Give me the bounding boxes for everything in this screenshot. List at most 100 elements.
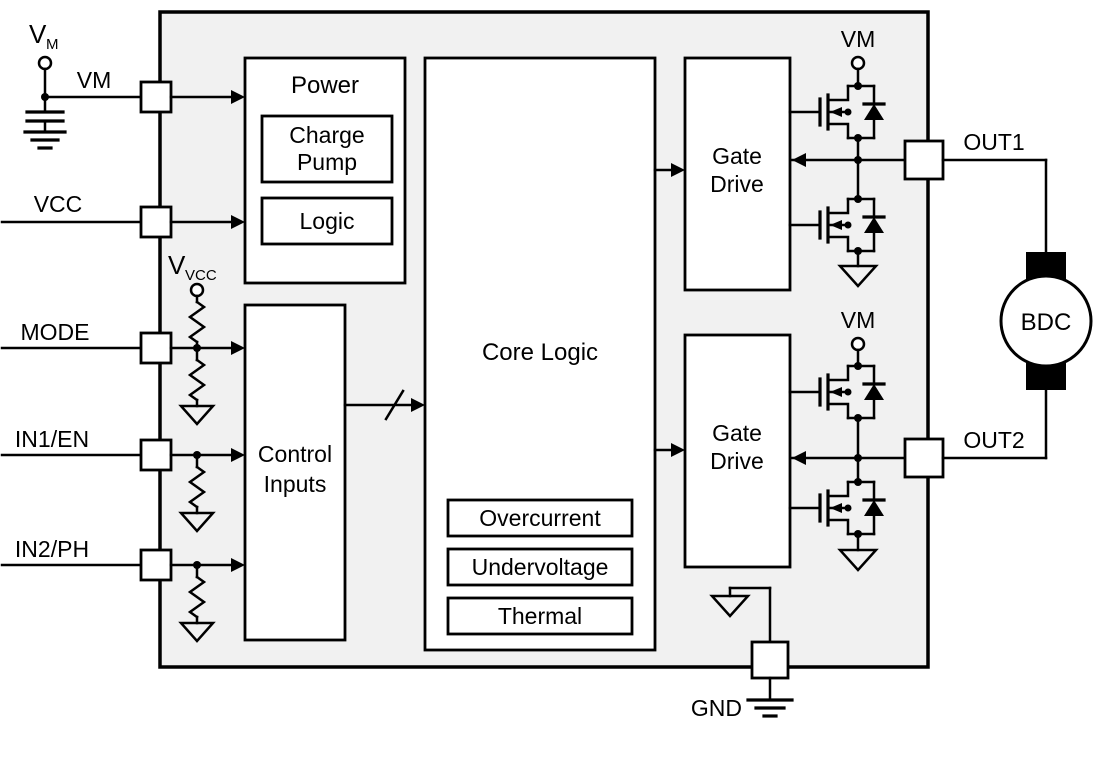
thermal-box — [446, 596, 634, 636]
ground-arrow-icon — [178, 511, 216, 533]
mosfet-high-side-bottom-icon — [788, 364, 886, 420]
arrowhead-right-icon — [231, 90, 245, 104]
core-logic-title: Core Logic — [482, 339, 598, 366]
pin-in1: IN1/EN — [0, 426, 245, 472]
arrowhead-right-icon — [671, 443, 685, 457]
pin-vcc: VCC — [0, 191, 245, 239]
charge-pump-box — [260, 114, 394, 184]
power-block-title: Power — [291, 72, 359, 99]
vvcc-pullup-branch: V VCC — [168, 250, 217, 426]
vcc-pin-pad — [139, 205, 173, 239]
gate-drive-top-label-1: Gate — [712, 143, 762, 169]
vm-terminal-icon — [850, 55, 866, 71]
gate-drive-bottom-label-1: Gate — [712, 420, 762, 446]
body-arrow-icon — [830, 220, 842, 230]
control-to-core-bus — [343, 389, 425, 421]
junction-dot — [854, 195, 862, 203]
junction-dot — [41, 93, 49, 101]
resistor-icon — [187, 575, 207, 619]
arrowhead-left-icon — [792, 153, 806, 167]
logic-box — [260, 196, 394, 246]
vvcc-label: V — [168, 250, 186, 280]
ground-arrow-icon — [837, 264, 879, 288]
body-diode-icon — [864, 104, 884, 120]
control-inputs-label-1: Control — [258, 441, 332, 467]
core-to-gatedrive-top — [653, 163, 685, 177]
in1-pin-label: IN1/EN — [15, 426, 89, 452]
body-arrow-icon — [830, 107, 842, 117]
junction-dot — [854, 454, 862, 462]
vcc-pin-label: VCC — [34, 191, 83, 217]
bdc-motor: BDC — [999, 252, 1093, 390]
ground-arrow-icon — [178, 621, 216, 643]
arrowhead-right-icon — [231, 558, 245, 572]
vm-terminal-icon — [850, 336, 866, 352]
mode-pin-label: MODE — [21, 319, 90, 345]
core-to-gatedrive-bottom — [653, 443, 685, 457]
gate-drive-top-label-2: Drive — [710, 171, 764, 197]
out2-pin-label: OUT2 — [963, 427, 1024, 453]
arrowhead-right-icon — [231, 448, 245, 462]
vm-bridge-bottom-label: VM — [841, 307, 876, 333]
mosfet-high-side-top-icon — [788, 84, 886, 140]
ground-arrow-icon — [178, 404, 216, 426]
junction-dot — [854, 362, 862, 370]
in1-pin-pad — [139, 438, 173, 472]
earth-ground-icon — [746, 698, 794, 718]
in1-pulldown-branch — [178, 451, 216, 533]
motor-body-icon — [999, 274, 1093, 368]
arrowhead-right-icon — [231, 341, 245, 355]
vm-pin-pad — [139, 80, 173, 114]
mode-pin-pad — [139, 331, 173, 365]
vm-supply-terminal-icon — [37, 55, 53, 71]
thermal-label: Thermal — [498, 603, 582, 629]
body-diode-icon — [864, 384, 884, 400]
ground-arrow-icon — [837, 548, 879, 572]
undervoltage-label: Undervoltage — [472, 554, 609, 580]
junction-dot — [854, 156, 862, 164]
charge-pump-label-2: Pump — [297, 149, 357, 175]
undervoltage-box — [446, 547, 634, 587]
gnd-pin-pad — [750, 640, 790, 680]
earth-ground-icon — [23, 130, 67, 150]
half-bridge-top: VM — [788, 26, 907, 288]
resistor-icon — [187, 358, 207, 402]
vm-supply-subscript: M — [46, 36, 59, 53]
junction-dot — [854, 82, 862, 90]
body-diode-icon — [864, 217, 884, 233]
in2-pin-pad — [139, 548, 173, 582]
resistor-icon — [187, 465, 207, 509]
control-inputs-block: Control Inputs — [243, 303, 347, 642]
pin-vm — [139, 80, 245, 114]
arrowhead-right-icon — [411, 398, 425, 412]
gate-drive-top-block: Gate Drive — [683, 56, 792, 292]
pin-in2: IN2/PH — [0, 536, 245, 582]
overcurrent-label: Overcurrent — [479, 505, 601, 531]
in2-pulldown-branch — [178, 561, 216, 643]
out1-pin-label: OUT1 — [963, 129, 1024, 155]
arrowhead-left-icon — [792, 451, 806, 465]
vm-net-label: VM — [77, 67, 112, 93]
resistor-icon — [187, 300, 207, 344]
vm-supply-branch: V M VM — [23, 19, 143, 150]
vvcc-terminal-icon — [189, 282, 205, 298]
out2-net: OUT2 — [903, 386, 1048, 479]
gnd-pin-label: GND — [691, 695, 742, 721]
vm-supply-label: V — [29, 19, 47, 49]
out1-net: OUT1 — [903, 129, 1048, 256]
logic-label: Logic — [300, 208, 355, 234]
vvcc-subscript: VCC — [185, 267, 217, 284]
core-logic-block: Core Logic Overcurrent Undervoltage Ther… — [423, 56, 657, 652]
out2-pin-pad — [903, 437, 945, 479]
gnd-net: GND — [691, 586, 794, 721]
gate-drive-bottom-label-2: Drive — [710, 448, 764, 474]
vm-bridge-top-label: VM — [841, 26, 876, 52]
junction-dot — [854, 478, 862, 486]
overcurrent-box — [446, 498, 634, 538]
charge-pump-label-1: Charge — [289, 122, 364, 148]
in2-pin-label: IN2/PH — [15, 536, 89, 562]
pin-mode: MODE — [0, 319, 245, 365]
gate-drive-bottom-block: Gate Drive — [683, 333, 792, 569]
